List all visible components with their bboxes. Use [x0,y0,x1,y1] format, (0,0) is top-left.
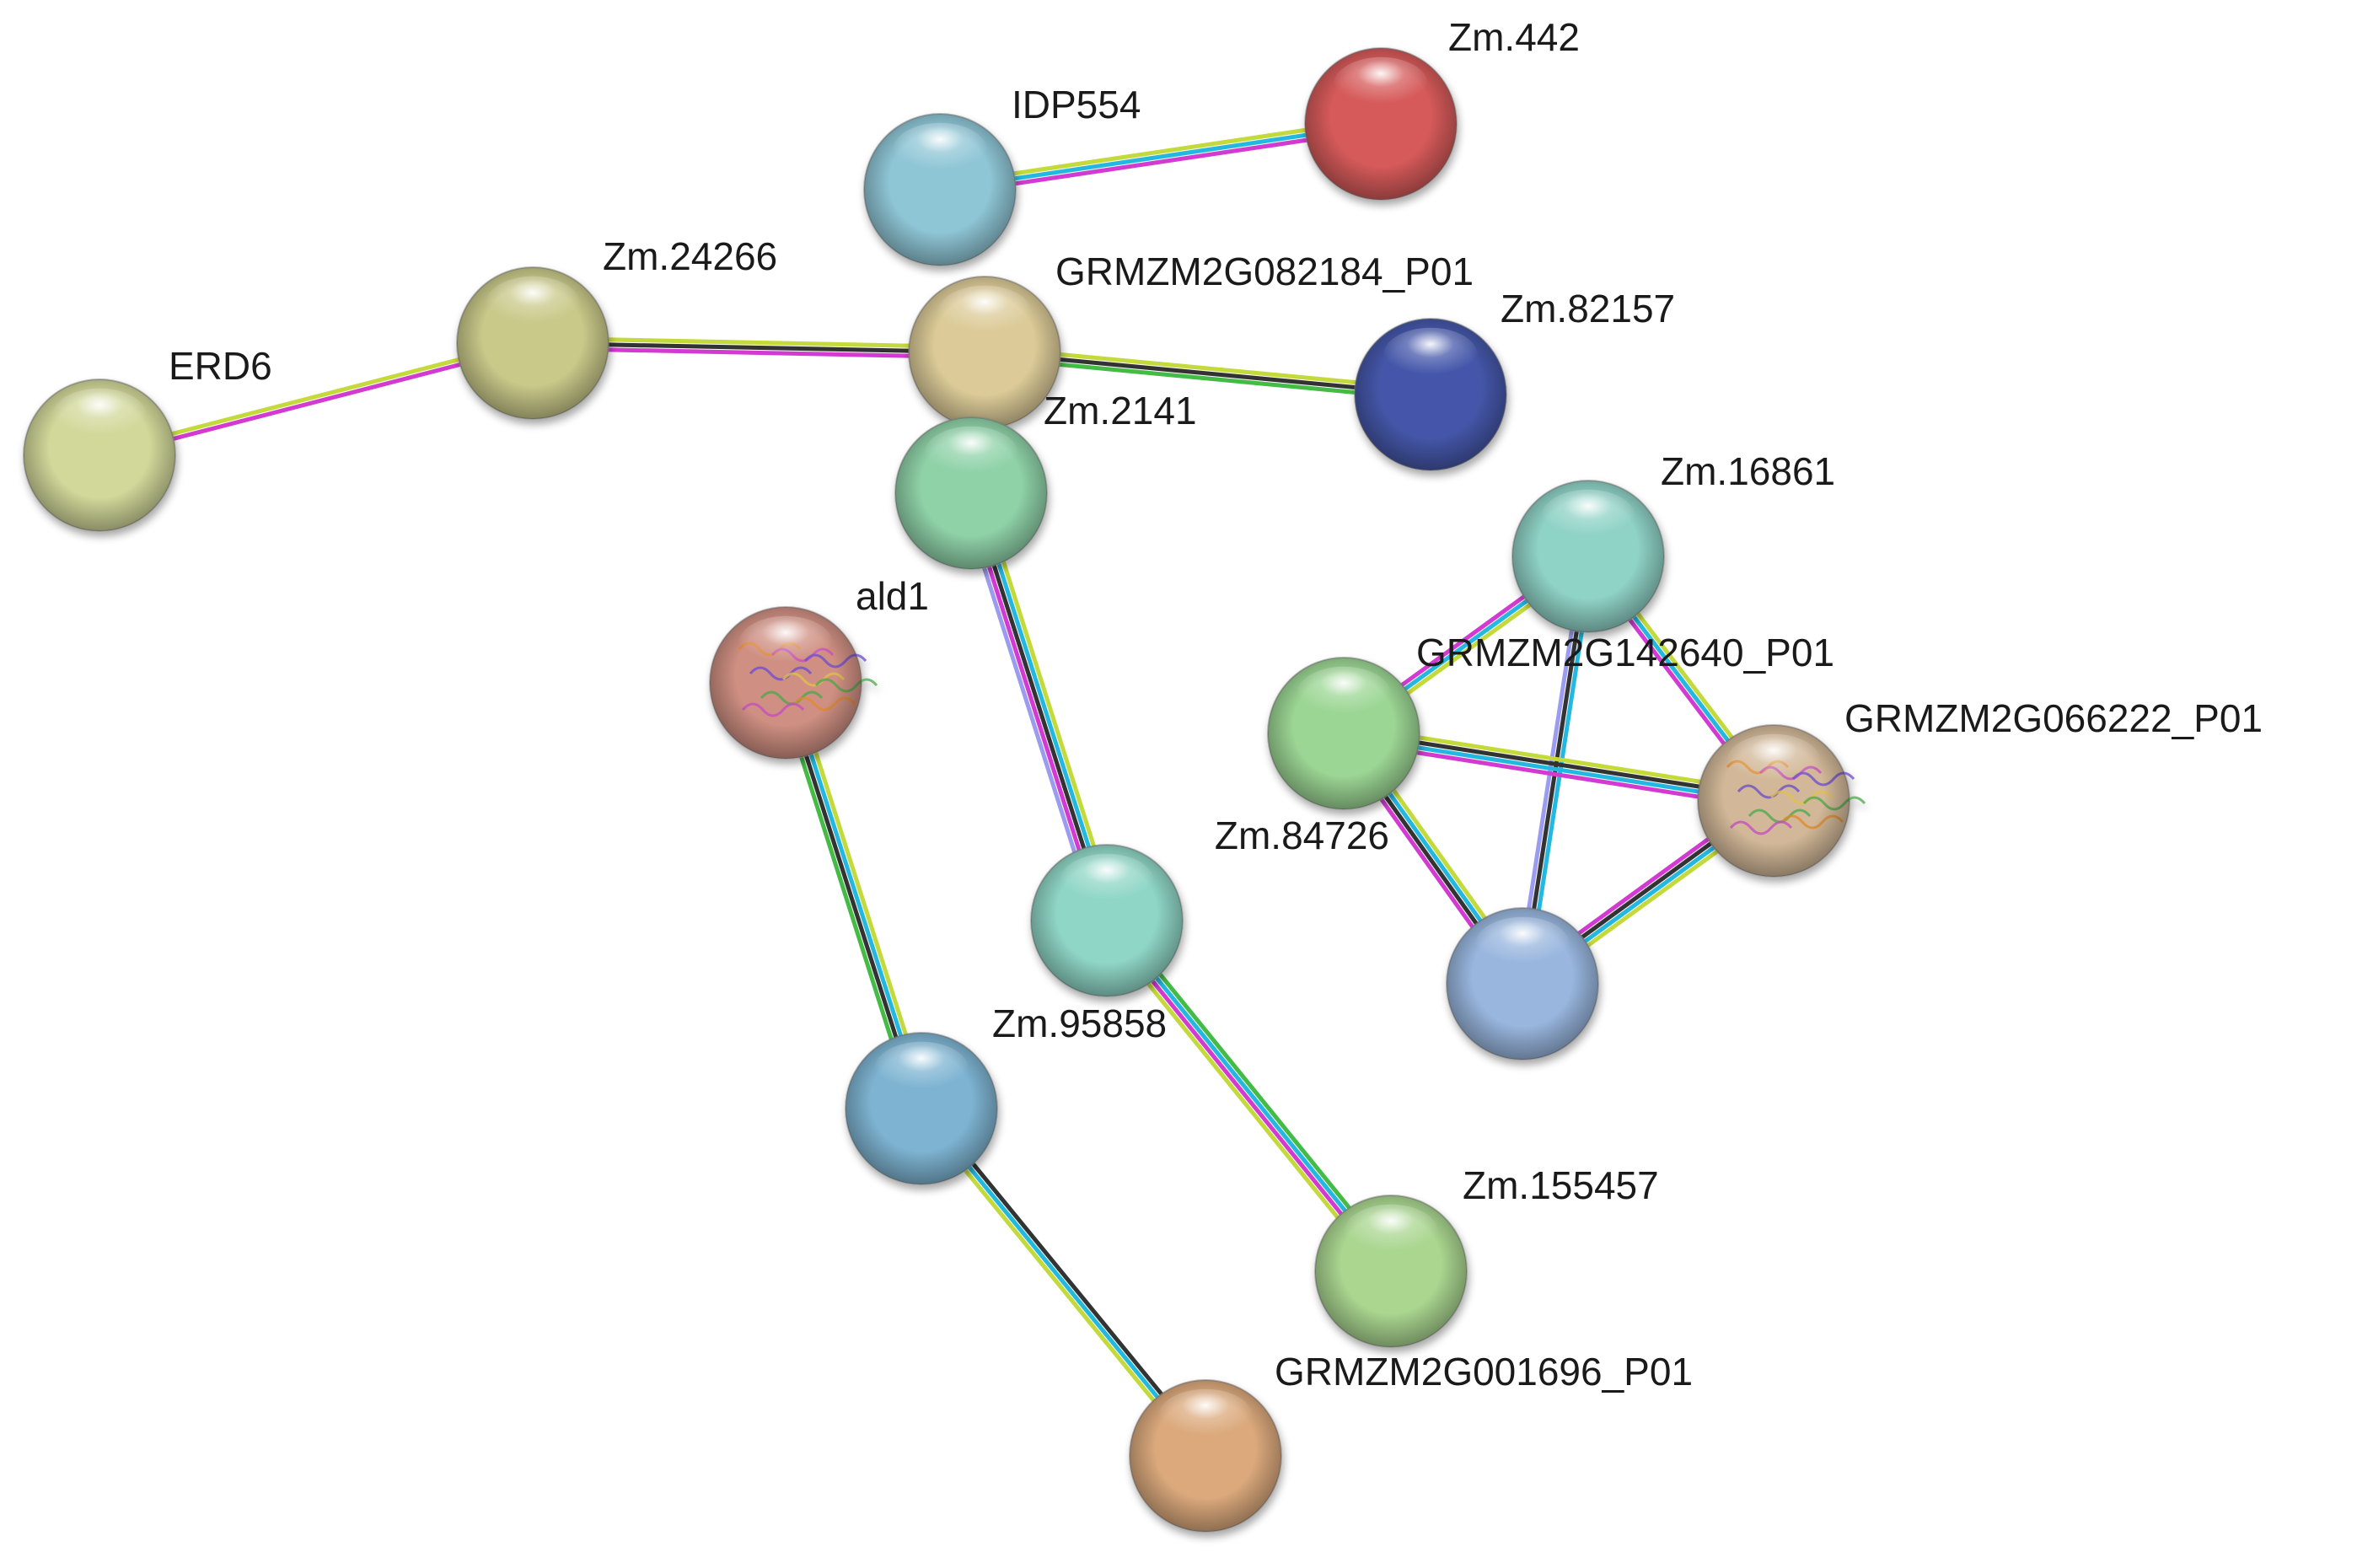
node-zm-155457[interactable] [1314,1195,1468,1348]
node-highlight [486,276,580,331]
node-label-erd6: ERD6 [169,344,272,388]
node-highlight [1297,666,1391,722]
node-label-zm-442: Zm.442 [1448,15,1580,59]
node-highlight [1060,853,1154,909]
node-label-grmzm2g001696-p01: GRMZM2G001696_P01 [1275,1350,1693,1393]
node-zm-2141[interactable] [894,416,1048,570]
node-label-grmzm2g142640-p01: GRMZM2G142640_P01 [1416,631,1834,674]
node-grmzm2g142640-p01[interactable] [1267,657,1420,810]
node-highlight [924,426,1018,481]
node-highlight [893,122,987,178]
node-highlight [738,615,833,671]
node-highlight [1475,916,1570,972]
node-zm-82157[interactable] [1354,318,1507,471]
node-label-idp554: IDP554 [1012,83,1141,126]
node-highlight [1726,733,1821,789]
node-label-zm-84726: Zm.84726 [1215,814,1389,857]
node-label-grmzm2g066222-p01: GRMZM2G066222_P01 [1844,696,2263,740]
node-label-zm-24266: Zm.24266 [603,234,777,278]
node-zm-95858[interactable] [1030,844,1184,997]
node-node-blue-lower[interactable] [845,1032,998,1185]
node-label-ald1: ald1 [856,574,929,618]
node-highlight [52,388,147,443]
node-zm-442[interactable] [1304,47,1458,201]
node-label-zm-16861: Zm.16861 [1661,449,1835,493]
node-idp554[interactable] [863,113,1017,266]
node-grmzm2g082184-p01[interactable] [908,276,1061,429]
node-label-zm-155457: Zm.155457 [1463,1163,1659,1207]
node-zm-24266[interactable] [456,266,609,420]
node-label-zm-2141: Zm.2141 [1044,389,1197,432]
nodes-layer [23,47,1866,1533]
node-highlight [874,1041,969,1097]
node-label-zm-82157: Zm.82157 [1501,287,1675,330]
node-label-zm-95858: Zm.95858 [992,1001,1167,1045]
node-zm-84726[interactable] [1446,907,1599,1061]
node-highlight [1344,1204,1438,1259]
node-highlight [1383,327,1478,383]
node-label-grmzm2g082184-p01: GRMZM2G082184_P01 [1055,250,1474,293]
node-erd6[interactable] [23,379,176,532]
node-ald1[interactable] [709,606,878,760]
node-grmzm2g001696-p01[interactable] [1129,1379,1282,1533]
node-highlight [1541,489,1635,545]
node-zm-16861[interactable] [1511,480,1665,633]
node-grmzm2g066222-p01[interactable] [1697,724,1866,878]
node-highlight [1334,56,1428,112]
node-highlight [1158,1388,1253,1444]
node-highlight [937,285,1032,341]
